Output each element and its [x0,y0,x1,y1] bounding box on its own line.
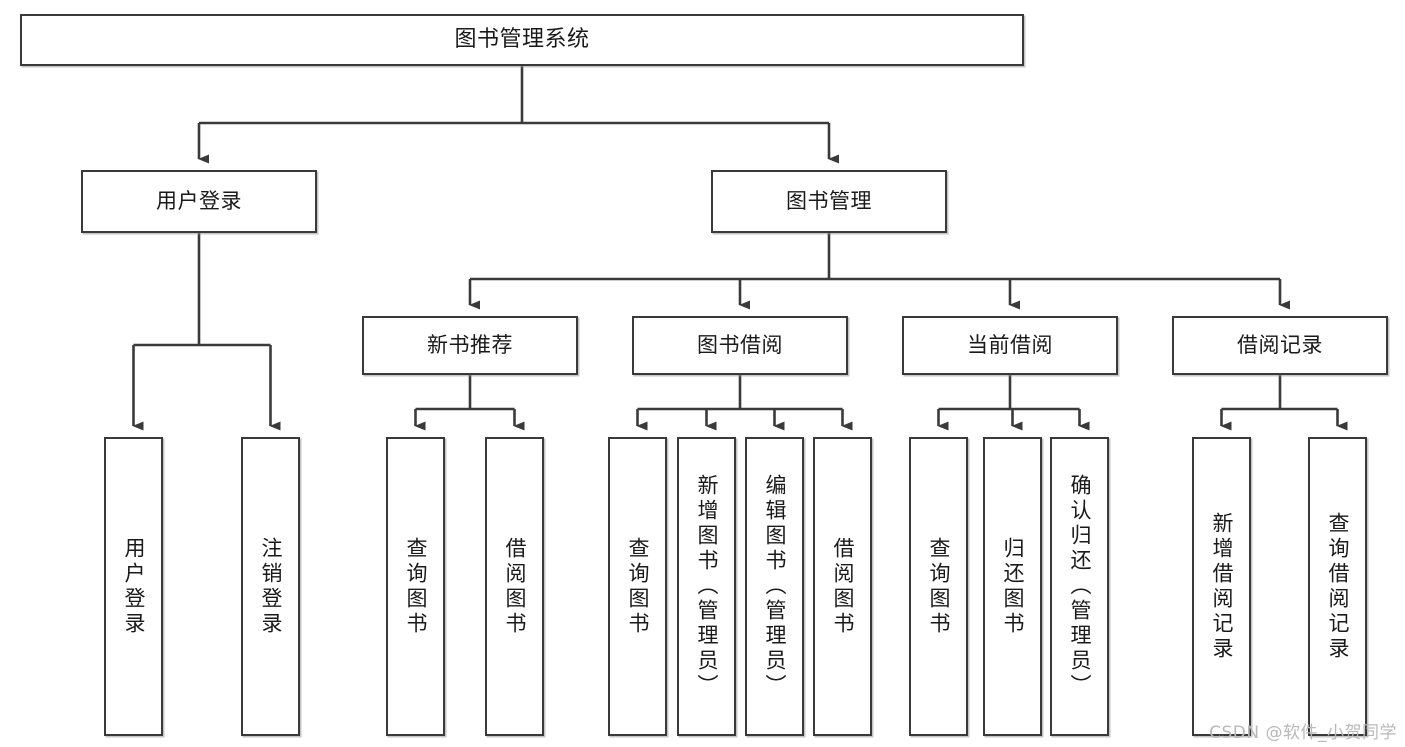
node-label: 用户登录 [156,189,242,214]
node-leaf-rec-1[interactable]: 新增借阅记录 [1192,437,1251,736]
node-label: 新书推荐 [427,333,513,358]
node-leaf-cur-1[interactable]: 查询图书 [909,437,968,736]
node-label: 查询图书 [927,536,951,637]
watermark-text: CSDN @软件_小贺同学 [1209,723,1397,743]
node-current[interactable]: 当前借阅 [902,316,1118,375]
node-borrow[interactable]: 图书借阅 [632,316,848,375]
node-leaf-login-2[interactable]: 注销登录 [241,437,300,736]
node-leaf-rec-2[interactable]: 查询借阅记录 [1308,437,1367,736]
node-label: 确认归还（管理员） [1068,474,1092,699]
node-label: 注销登录 [259,536,283,637]
node-label: 查询图书 [626,536,650,637]
node-leaf-bor-1[interactable]: 查询图书 [608,437,667,736]
node-label: 借阅图书 [503,536,527,637]
node-leaf-bor-4[interactable]: 借阅图书 [813,437,872,736]
node-login[interactable]: 用户登录 [81,170,317,233]
node-leaf-cur-3[interactable]: 确认归还（管理员） [1050,437,1109,736]
node-label: 用户登录 [122,536,146,637]
node-leaf-cur-2[interactable]: 归还图书 [983,437,1042,736]
node-label: 查询借阅记录 [1326,511,1350,662]
node-label: 借阅图书 [831,536,855,637]
node-root[interactable]: 图书管理系统 [20,14,1024,66]
node-leaf-bor-2[interactable]: 新增图书（管理员） [677,437,736,736]
node-label: 编辑图书（管理员） [763,474,787,699]
node-label: 新增借阅记录 [1210,511,1234,662]
node-label: 归还图书 [1001,536,1025,637]
node-label: 当前借阅 [967,333,1053,358]
node-leaf-login-1[interactable]: 用户登录 [104,437,163,736]
node-label: 借阅记录 [1237,333,1323,358]
node-leaf-bor-3[interactable]: 编辑图书（管理员） [745,437,804,736]
node-leaf-new-2[interactable]: 借阅图书 [485,437,544,736]
node-records[interactable]: 借阅记录 [1172,316,1388,375]
node-label: 图书管理 [786,189,872,214]
node-newbook[interactable]: 新书推荐 [362,316,578,375]
node-label: 图书管理系统 [454,27,590,53]
node-bookmgmt[interactable]: 图书管理 [711,170,947,233]
node-label: 查询图书 [404,536,428,637]
node-label: 新增图书（管理员） [695,474,719,699]
node-leaf-new-1[interactable]: 查询图书 [386,437,445,736]
node-label: 图书借阅 [697,333,783,358]
